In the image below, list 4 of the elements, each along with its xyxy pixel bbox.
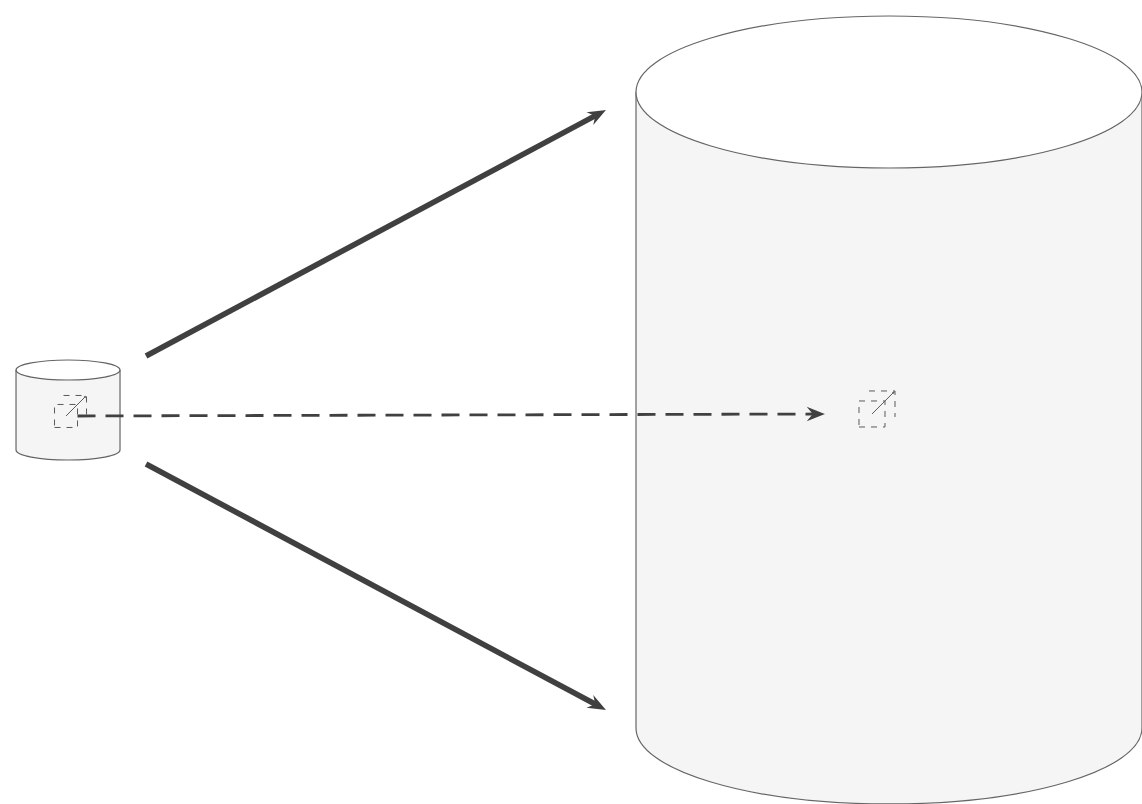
cylinder: [15, 359, 121, 461]
cylinder: [635, 15, 1142, 804]
cube-icon: [54, 395, 87, 428]
cube-icon: [858, 390, 896, 428]
